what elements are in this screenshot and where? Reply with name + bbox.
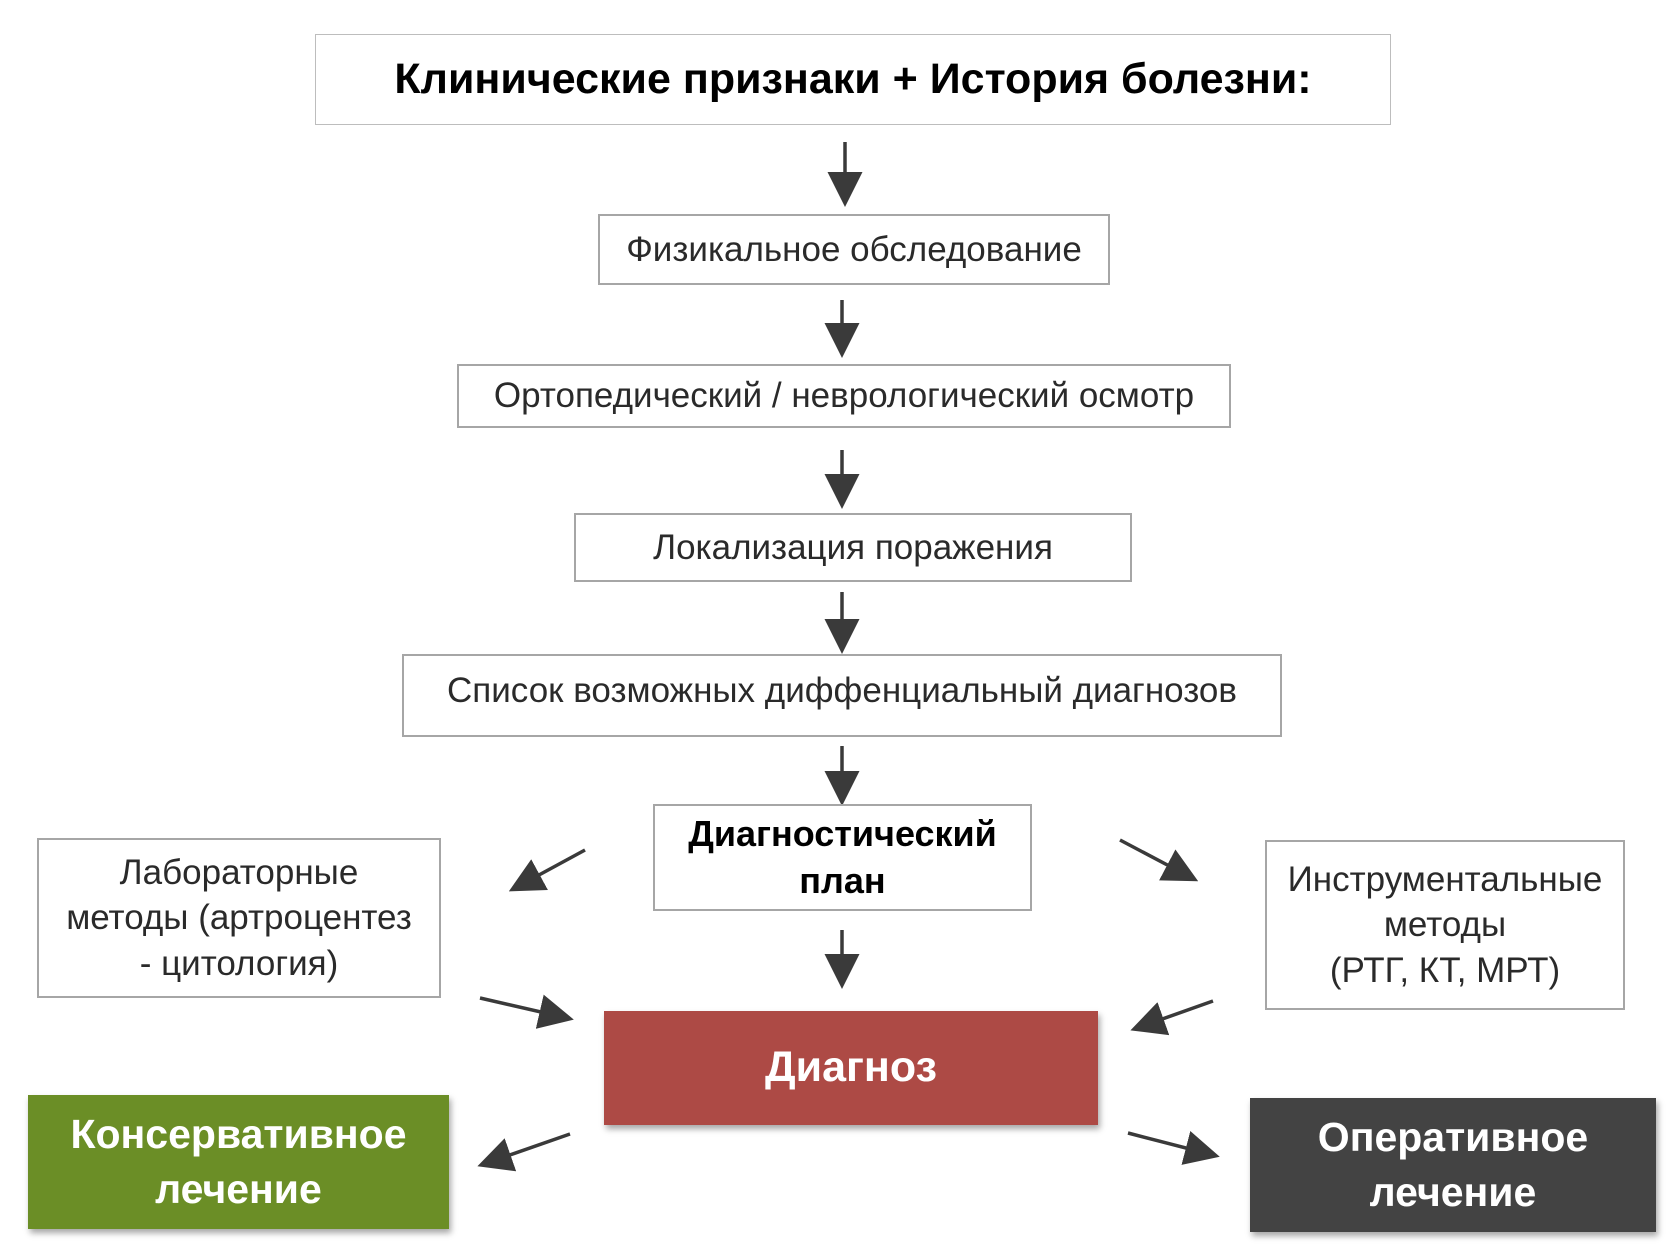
diagnosis-text: Диагноз xyxy=(765,1043,937,1092)
diagnostic-plan-line2: план xyxy=(799,859,886,901)
arrow-instrumental-to-diagnosis xyxy=(1130,999,1214,1036)
ortho-neuro-exam-text: Ортопедический / неврологический осмотр xyxy=(493,376,1195,416)
diagnostic-plan-box: Диагностический план xyxy=(653,804,1032,911)
conservative-line2: лечение xyxy=(155,1166,322,1212)
arrow-plan-to-lab xyxy=(508,848,586,892)
diagnosis-box: Диагноз xyxy=(604,1011,1098,1125)
operative-line2: лечение xyxy=(1369,1169,1537,1215)
differential-list-box: Список возможных диффенциальный диагнозо… xyxy=(402,654,1282,737)
lab-methods-line3: - цитология) xyxy=(139,943,339,983)
title-text: Клинические признаки + История болезни: xyxy=(394,54,1312,103)
instrumental-methods-box: Инструментальные методы (РТГ, КТ, МРТ) xyxy=(1265,840,1625,1010)
lesion-localization-box: Локализация поражения xyxy=(574,513,1132,582)
differential-list-text: Список возможных диффенциальный диагнозо… xyxy=(447,671,1237,710)
arrow-diagnosis-to-conservative xyxy=(477,1132,571,1172)
ortho-neuro-exam-box: Ортопедический / неврологический осмотр xyxy=(457,364,1231,428)
instrumental-methods-line3: (РТГ, КТ, МРТ) xyxy=(1329,950,1561,990)
physical-exam-text: Физикальное обследование xyxy=(626,229,1082,269)
operative-line1: Оперативное xyxy=(1317,1113,1589,1160)
arrow-diagnosis-to-operative xyxy=(1127,1131,1220,1165)
instrumental-methods-line1: Инструментальные xyxy=(1287,859,1603,899)
diagnostic-plan-line1: Диагностический xyxy=(688,812,997,854)
lesion-localization-text: Локализация поражения xyxy=(653,527,1053,567)
conservative-treatment-box: Консервативное лечение xyxy=(28,1095,449,1229)
lab-methods-box: Лабораторные методы (артроцентез - цитол… xyxy=(37,838,441,998)
operative-treatment-box: Оперативное лечение xyxy=(1250,1098,1656,1232)
physical-exam-box: Физикальное обследование xyxy=(598,214,1110,285)
title-box: Клинические признаки + История болезни: xyxy=(315,34,1391,125)
instrumental-methods-line2: методы xyxy=(1383,905,1507,945)
lab-methods-line2: методы (артроцентез xyxy=(66,898,412,938)
arrow-plan-to-instrumental xyxy=(1119,838,1199,882)
lab-methods-line1: Лабораторные xyxy=(119,852,359,892)
arrow-lab-to-diagnosis xyxy=(479,994,574,1029)
conservative-line1: Консервативное xyxy=(70,1110,407,1157)
